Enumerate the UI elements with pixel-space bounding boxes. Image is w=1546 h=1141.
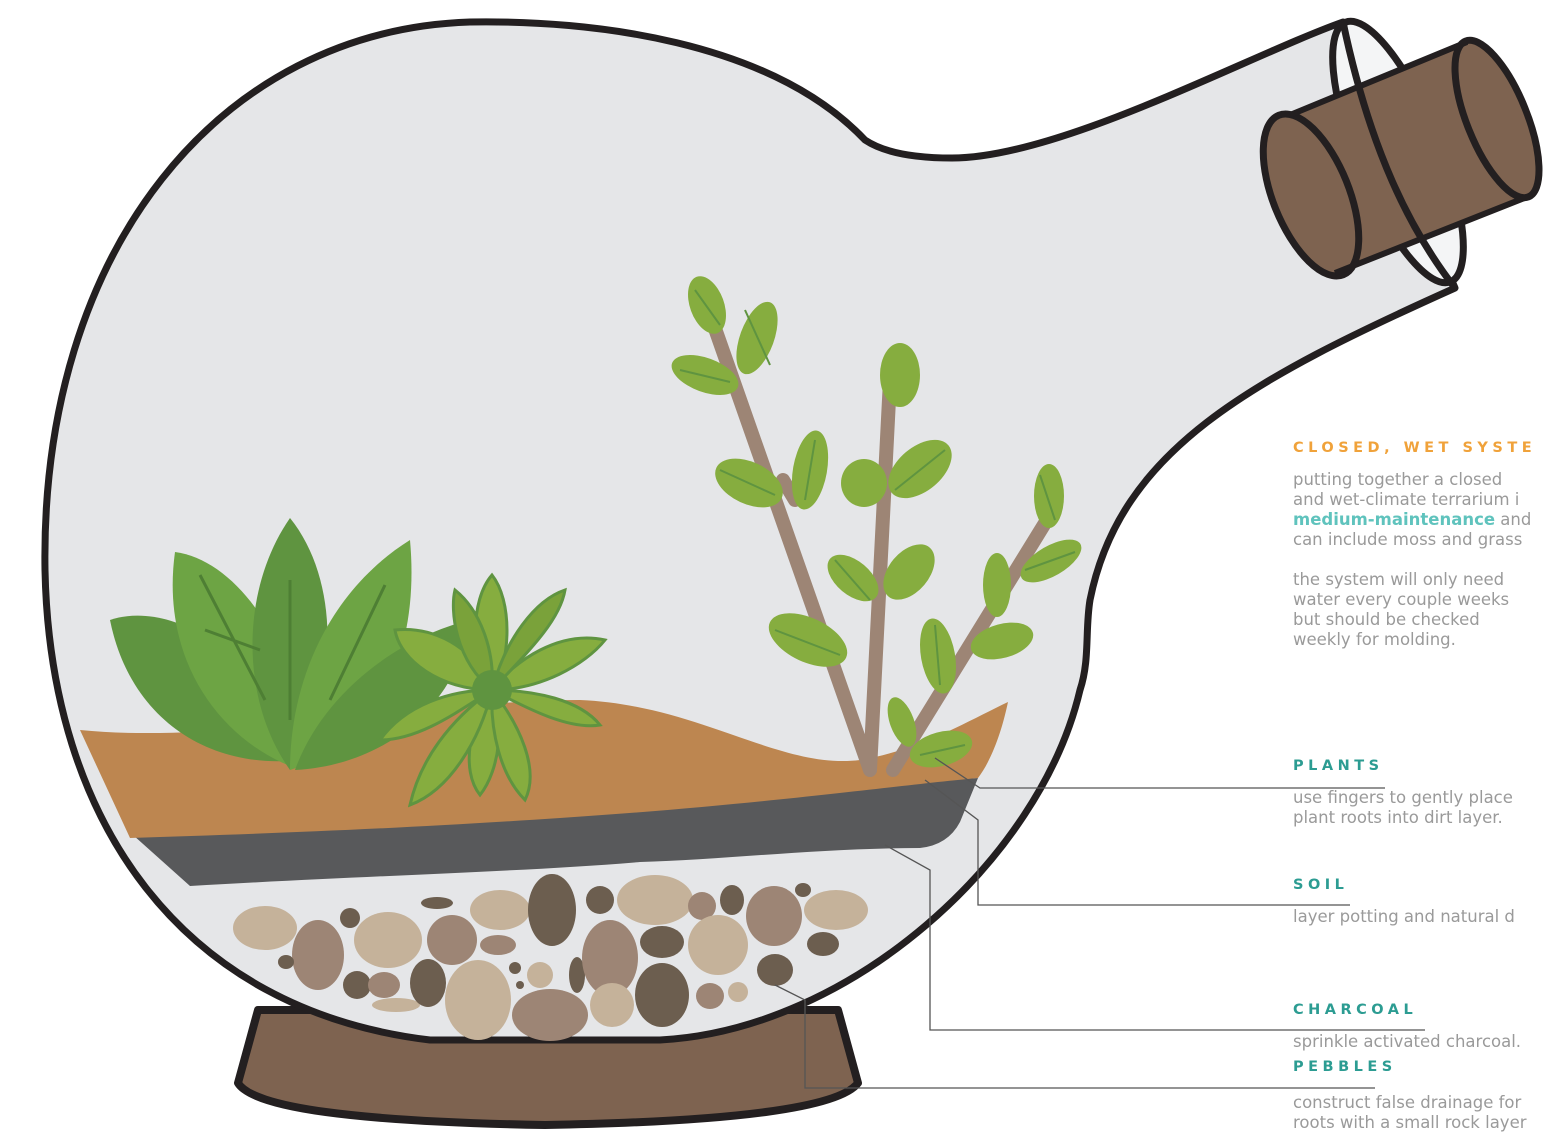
- glass-bottle: [45, 22, 1455, 1040]
- pebbles-leader: [775, 985, 1375, 1088]
